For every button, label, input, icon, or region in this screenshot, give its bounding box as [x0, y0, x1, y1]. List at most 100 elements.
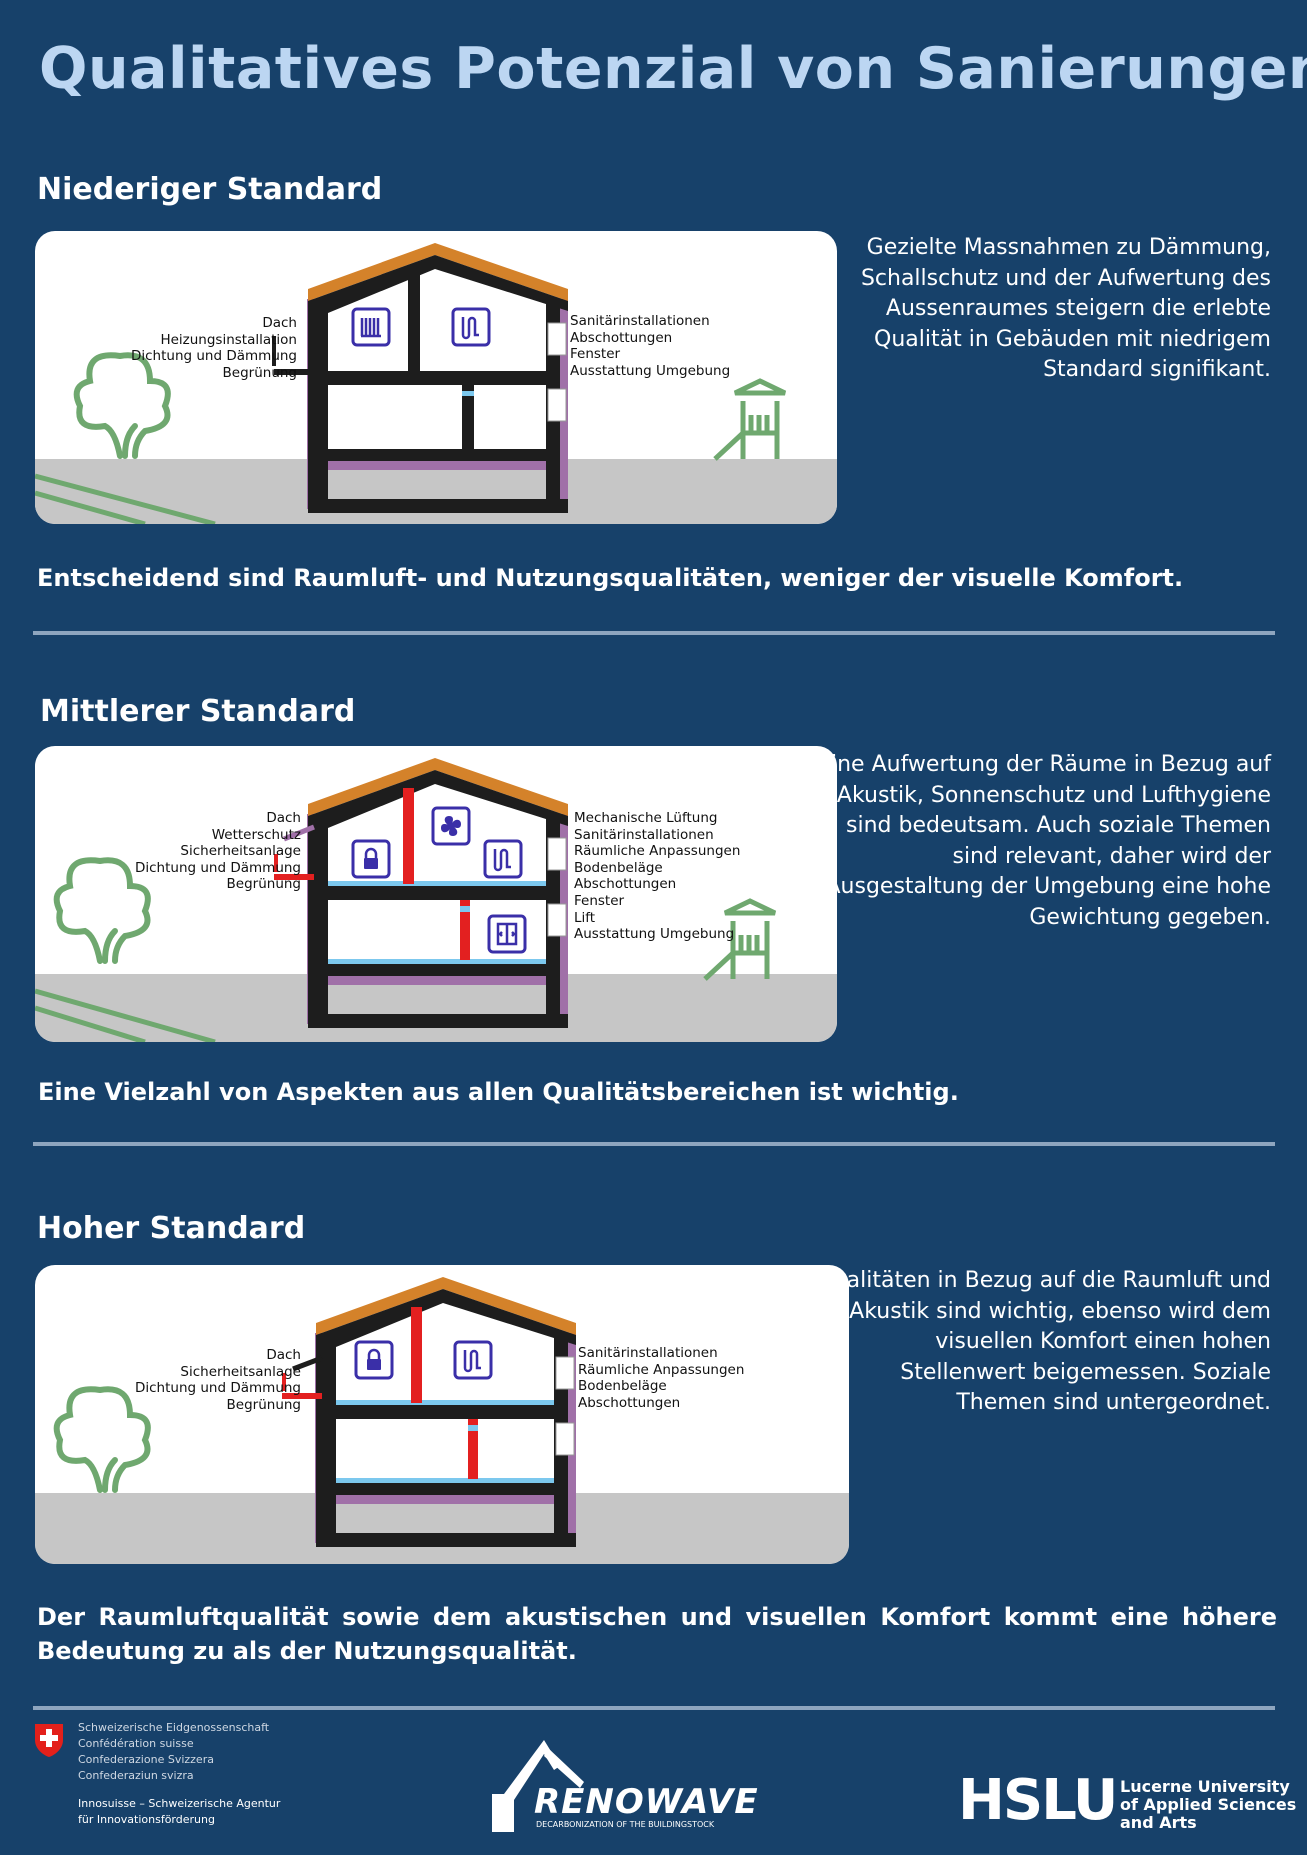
tree-icon: [73, 352, 171, 459]
attic-partition: [408, 271, 420, 373]
leader-line: [274, 854, 278, 872]
acoustic-layer: [336, 1400, 554, 1405]
leader-line: [274, 874, 314, 880]
label: Räumliche Anpassungen: [578, 1361, 745, 1378]
leader-line: [282, 1373, 286, 1391]
divider: [33, 1142, 1275, 1146]
playground-icon: [703, 898, 777, 981]
roof-covering: [308, 243, 568, 301]
section-description: Eine Aufwertung der Räume in Bezug auf A…: [817, 752, 1271, 930]
divider: [33, 631, 1275, 635]
hslu-line: and Arts: [1120, 1813, 1197, 1832]
hslu-wordmark: HSLU: [958, 1768, 1118, 1833]
label: Bodenbeläge: [574, 859, 663, 876]
shower-icon: [453, 1340, 493, 1380]
section-heading-low: Niederiger Standard: [37, 172, 383, 207]
playground-icon: [713, 378, 787, 461]
label: Heizungsinstallation: [160, 331, 297, 348]
page-title: Qualitatives Potenzial von Sanierungen: [39, 36, 1307, 102]
upper-floor: [322, 1405, 568, 1419]
riser-pipe: [403, 788, 414, 884]
acoustic-seal: [460, 906, 470, 912]
label: Abschottungen: [570, 329, 673, 346]
section-heading-high: Hoher Standard: [37, 1211, 306, 1246]
label: Räumliche Anpassungen: [574, 843, 741, 860]
radiator-icon: [351, 307, 391, 347]
hslu-line: of Applied Sciences: [1120, 1795, 1297, 1814]
label: Lift: [574, 909, 596, 926]
tree-icon: [53, 857, 151, 964]
ground-floor: [314, 449, 560, 461]
house-card-low: Dach Heizungsinstallation Dichtung und D…: [35, 231, 837, 524]
window: [555, 1356, 575, 1390]
left-labels: Dach Sicherheitsanlage Dichtung und Dämm…: [135, 1347, 301, 1413]
roof-covering: [308, 758, 568, 816]
label: Dach: [266, 1347, 301, 1363]
label: Ausstattung Umgebung: [570, 362, 731, 379]
house-illustration: [35, 1277, 849, 1564]
confederation-text: Schweizerische Eidgenossenschaft Confédé…: [78, 1720, 269, 1784]
label: Begrünung: [226, 1396, 301, 1413]
foundation: [308, 1014, 568, 1028]
swiss-coat-of-arms-icon: [34, 1722, 64, 1762]
path-line: [35, 988, 216, 1042]
path-line: [35, 490, 146, 524]
renowave-house-icon: [492, 1740, 584, 1832]
acoustic-layer: [328, 881, 546, 886]
riser-pipe: [468, 1419, 478, 1479]
label: Sanitärinstallationen: [574, 826, 714, 843]
path-line: [35, 1005, 146, 1042]
ground-floor: [322, 1483, 568, 1495]
label: Sanitärinstallationen: [570, 313, 710, 329]
renowave-logo: RENOWAVE DECARBONIZATION OF THE BUILDING…: [484, 1736, 758, 1832]
label: Mechanische Lüftung: [574, 810, 718, 826]
section-heading-medium: Mittlerer Standard: [40, 694, 356, 729]
left-labels: Dach Heizungsinstallation Dichtung und D…: [131, 315, 297, 381]
label: Wetterschutz: [211, 826, 301, 843]
roof-leader: [292, 1355, 323, 1372]
window: [547, 388, 567, 422]
house-illustration: [35, 758, 837, 1042]
acoustic-seal: [462, 391, 474, 396]
riser-pipe: [460, 900, 470, 960]
confed-line: Confédération suisse: [78, 1737, 194, 1750]
label: Sanitärinstallationen: [578, 1345, 718, 1361]
hslu-subtitle: Lucerne University of Applied Sciences a…: [1120, 1778, 1296, 1832]
label: Dichtung und Dämmung: [134, 1380, 301, 1397]
upper-floor: [314, 371, 560, 385]
floor-insulation: [328, 976, 546, 985]
foundation: [316, 1533, 576, 1547]
label: Bodenbeläge: [578, 1378, 667, 1395]
section-description: Gezielte Massnahmen zu Dämmung, Schallsc…: [860, 235, 1271, 382]
label: Fenster: [574, 892, 625, 909]
roof-covering: [316, 1277, 576, 1335]
house-illustration: [35, 243, 837, 524]
label: Abschottungen: [578, 1394, 681, 1411]
acoustic-layer: [328, 959, 546, 964]
innosuisse-line: Innosuisse – Schweizerische Agentur: [78, 1797, 281, 1810]
right-labels: Mechanische Lüftung Sanitärinstallatione…: [574, 810, 740, 943]
right-labels: Sanitärinstallationen Räumliche Anpassun…: [578, 1345, 744, 1411]
label: Begrünung: [226, 876, 301, 893]
house-card-medium: Dach Wetterschutz Sicherheitsanlage Dich…: [35, 746, 837, 1042]
weather-protection: [283, 824, 315, 842]
label: Begrünung: [222, 364, 297, 381]
confed-line: Confederaziun svizra: [78, 1769, 194, 1782]
confed-line: Schweizerische Eidgenossenschaft: [78, 1721, 270, 1734]
label: Dichtung und Dämmung: [134, 859, 301, 876]
window: [555, 1422, 575, 1456]
shower-icon: [483, 839, 523, 879]
foundation: [308, 499, 568, 513]
divider: [33, 1706, 1275, 1710]
leader-line: [272, 336, 276, 366]
lift-icon: [487, 914, 527, 954]
house-card-high: Dach Sicherheitsanlage Dichtung und Dämm…: [35, 1265, 849, 1564]
section-statement: Der Raumluftqualität sowie dem akustisch…: [37, 1603, 1277, 1665]
label: Dichtung und Dämmung: [130, 348, 297, 365]
lock-icon: [351, 839, 391, 879]
label: Sicherheitsanlage: [180, 1363, 301, 1380]
confed-line: Confederazione Svizzera: [78, 1753, 214, 1766]
shower-icon: [451, 307, 491, 347]
section-statement: Eine Vielzahl von Aspekten aus allen Qua…: [38, 1078, 959, 1106]
floor-insulation: [328, 461, 546, 470]
